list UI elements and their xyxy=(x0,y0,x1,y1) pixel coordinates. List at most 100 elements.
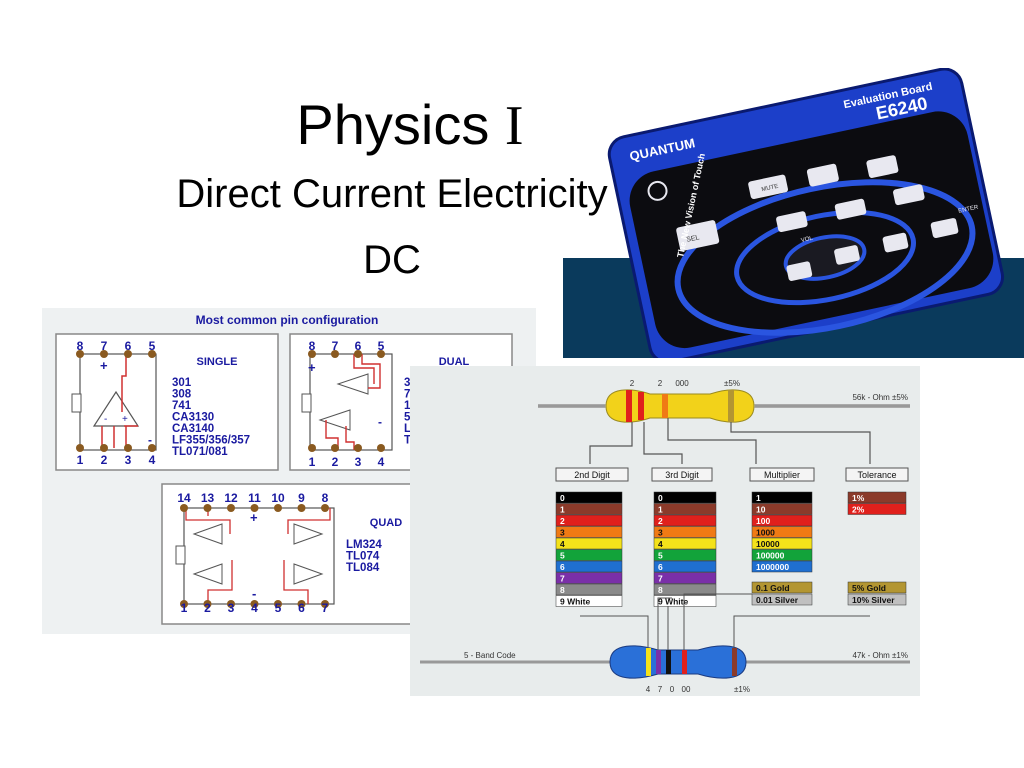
quad-bottom-pin: 1 xyxy=(181,601,188,615)
digit3-value: 8 xyxy=(658,585,663,595)
quad-top-pin-dot xyxy=(203,504,212,512)
quad-bottom-pin: 4 xyxy=(251,601,258,615)
multiplier-value-swatch xyxy=(751,514,813,527)
single-top-pin: 6 xyxy=(125,339,132,353)
quad-bottom-pin-dot xyxy=(274,600,282,608)
quad-top-pin-dot xyxy=(227,504,235,512)
digit2-value-swatch xyxy=(555,572,623,584)
digit2-value: 2 xyxy=(560,516,565,526)
single-part-number: 308 xyxy=(172,389,192,401)
single-label: SINGLE xyxy=(197,356,238,368)
single-bottom-pin-dot xyxy=(124,444,132,452)
digit2-value-swatch xyxy=(555,549,623,561)
tolerance-extra: 5% Gold xyxy=(852,583,886,593)
digit2-value-swatch xyxy=(555,595,623,607)
slide-title: Physics I xyxy=(296,93,524,157)
digit3-value-swatch xyxy=(653,526,717,538)
quad-bottom-pin: 2 xyxy=(204,601,211,615)
single-bottom-pin: 3 xyxy=(125,453,132,467)
multiplier-value: 1000000 xyxy=(756,562,789,572)
quad-top-pin-dot xyxy=(321,504,329,512)
single-top-pin-dot xyxy=(76,350,84,358)
digit2-value-swatch xyxy=(555,514,623,527)
dual-bottom-pin-dot xyxy=(377,444,385,452)
digit3-value: 9 White xyxy=(658,597,688,607)
digit2-value-swatch xyxy=(555,503,623,515)
single-top-pin: 8 xyxy=(77,339,84,353)
column-header-box xyxy=(749,467,815,482)
multiplier-value: 10000 xyxy=(756,539,780,549)
digit2-value-swatch xyxy=(555,526,623,538)
svg-text:+: + xyxy=(100,358,108,373)
multiplier-value-swatch xyxy=(751,537,813,550)
single-part-number: TL071/081 xyxy=(172,446,228,458)
dual-bottom-pin: 3 xyxy=(355,455,362,469)
digit3-value-swatch xyxy=(653,583,717,596)
dual-bottom-pin-dot xyxy=(308,444,316,452)
digit2-value-swatch xyxy=(555,537,623,550)
digit3-value-swatch xyxy=(653,503,717,515)
multiplier-value: 100 xyxy=(756,516,770,526)
quad-top-pin: 11 xyxy=(248,491,261,505)
evaluation-board-image: QUANTUM Evaluation Board E6240 MUTE SEL … xyxy=(563,67,1024,364)
single-bottom-pin-dot xyxy=(76,444,84,452)
digit2-value: 1 xyxy=(560,505,565,515)
quad-top-pin: 8 xyxy=(322,491,329,505)
digit2-value-swatch xyxy=(555,583,623,596)
quad-bottom-pin: 5 xyxy=(275,601,282,615)
dual-label: DUAL xyxy=(439,356,470,368)
quad-top-pin: 9 xyxy=(298,491,305,505)
digit2-value-swatch xyxy=(555,560,623,573)
digit2-value: 5 xyxy=(560,551,565,561)
svg-text:-: - xyxy=(252,586,256,601)
quad-bottom-pin: 7 xyxy=(322,601,329,615)
bottom-band-code: 7 xyxy=(658,685,663,694)
remote-key-vol: VOL xyxy=(800,236,814,245)
tolerance-extra: 10% Silver xyxy=(852,595,895,605)
digit3-value-swatch xyxy=(653,560,717,573)
quad-top-pin-dot xyxy=(297,504,306,512)
bottom-band-code: 00 xyxy=(682,685,691,694)
remote-key-enter: ENTER xyxy=(958,204,980,214)
tolerance-value-swatch xyxy=(847,491,907,504)
multiplier-value-swatch xyxy=(751,560,813,573)
multiplier-value: 10 xyxy=(756,505,766,515)
single-top-pin-dot xyxy=(148,350,156,358)
dual-top-pin-dot xyxy=(354,350,362,358)
quad-bottom-pin-dot xyxy=(250,600,259,608)
multiplier-extra: 0.01 Silver xyxy=(756,595,799,605)
multiplier-extra-swatch xyxy=(751,581,813,594)
bottom-resistor-value: 47k - Ohm ±1% xyxy=(852,651,908,660)
digit2-value: 7 xyxy=(560,574,565,584)
digit2-value: 9 White xyxy=(560,597,590,607)
digit3-value-swatch xyxy=(653,491,717,504)
quad-bottom-pin-dot xyxy=(321,600,329,608)
multiplier-extra: 0.1 Gold xyxy=(756,583,790,593)
digit3-value: 2 xyxy=(658,516,663,526)
quad-top-pin: 10 xyxy=(271,491,285,505)
digit2-value-swatch xyxy=(555,491,623,504)
dual-top-pin: 5 xyxy=(378,339,385,353)
column-header-box xyxy=(555,467,629,482)
quad-top-pin-dot xyxy=(250,504,259,512)
quad-bottom-pin: 3 xyxy=(228,601,235,615)
single-part-number: CA3140 xyxy=(172,423,214,435)
column-header-box xyxy=(651,467,713,482)
digit2-value: 3 xyxy=(560,528,565,538)
quad-top-pin: 12 xyxy=(224,491,238,505)
svg-text:-: - xyxy=(378,415,382,429)
band-code-label: 5 - Band Code xyxy=(464,651,516,660)
tolerance-value: 2% xyxy=(852,505,865,515)
multiplier-value: 1000 xyxy=(756,528,775,538)
slide-subtitle: Direct Current Electricity xyxy=(176,172,608,216)
single-top-pin-dot xyxy=(124,350,132,358)
top-band-code: 000 xyxy=(675,379,689,388)
column-header: 2nd Digit xyxy=(574,470,610,480)
bottom-band-code: 4 xyxy=(646,685,651,694)
single-top-pin: 7 xyxy=(101,339,108,353)
tolerance-extra-swatch xyxy=(847,581,907,594)
digit2-value: 4 xyxy=(560,539,565,549)
